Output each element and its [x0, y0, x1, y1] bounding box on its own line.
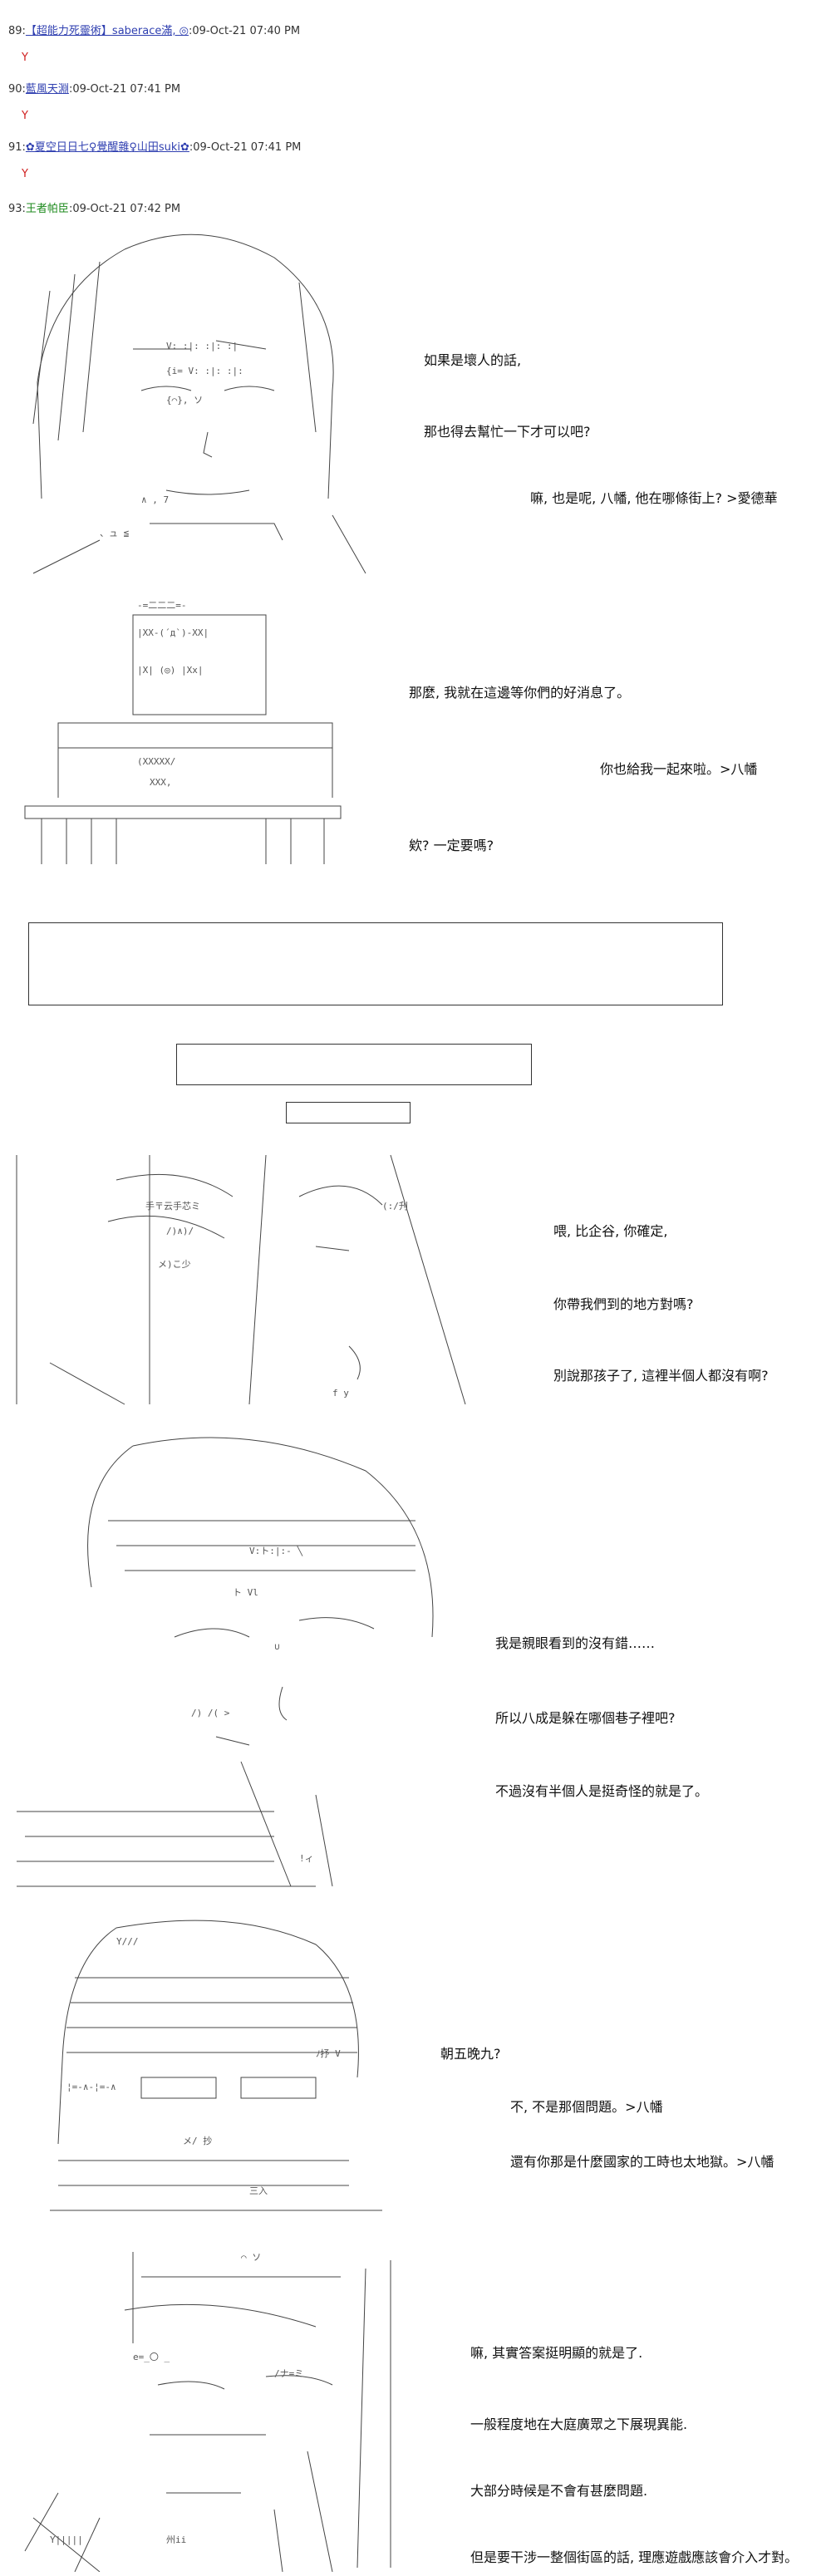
dialogue-line: 朝五晚九? — [440, 2046, 501, 2062]
aa-fragment: 三入 — [249, 2185, 268, 2196]
aa-fragment: /)∧)/ — [166, 1226, 194, 1236]
aa-fragment: (:/刋 — [382, 1201, 408, 1212]
aa-fragment: e=_〇 _ — [133, 2352, 170, 2362]
aa-fragment: -=二二二=- — [137, 600, 187, 611]
aa-fragment: Y/// — [116, 1936, 139, 1947]
aa-fragment: |XX-(´д`)-XX| — [137, 627, 209, 638]
aa-fragment: ﾉ抒 V — [316, 2048, 341, 2059]
aa-fragment: 、ュ ≦ — [100, 528, 130, 538]
aa-fragment: ∪ — [274, 1641, 280, 1652]
post-body-90: Y — [22, 110, 28, 122]
aa-fragment: V:ト:|:- ╲ — [249, 1545, 303, 1556]
empty-frame-large — [28, 922, 723, 1005]
dialogue-line: 不過沒有半個人是挺奇怪的就是了。 — [495, 1783, 709, 1799]
aa-fragment: メ/ 抄 — [183, 2135, 212, 2146]
aa-fragment: V: :|: :|: :| — [166, 341, 238, 351]
dialogue-line: 大部分時候是不會有甚麼問題. — [470, 2483, 648, 2499]
dialogue-line: 別說那孩子了, 這裡半個人都沒有啊? — [553, 1368, 769, 1384]
aa-fragment: 州ii — [166, 2534, 186, 2545]
empty-frame-small — [286, 1102, 411, 1123]
dialogue-line: 你也給我一起來啦。>八幡 — [600, 761, 758, 777]
aa-fragment: メ)こ少 — [158, 1259, 191, 1270]
dialogue-line: 嘛, 也是呢, 八幡, 他在哪條街上? >愛德華 — [530, 490, 778, 506]
post-date: :09-Oct-21 07:40 PM — [188, 25, 301, 37]
post-date: :09-Oct-21 07:42 PM — [68, 203, 181, 215]
dialogue-line: 你帶我們到的地方對嗎? — [553, 1296, 694, 1312]
empty-frame-medium — [176, 1044, 532, 1085]
ascii-art-shadow-character: ⌒ ソ e=_〇 _ /ナ=ミ Y||||| 州ii — [0, 2244, 416, 2572]
post-body-91: Y — [22, 168, 28, 180]
post-header-93: 93:王者帕臣:09-Oct-21 07:42 PM — [8, 199, 180, 215]
aa-fragment: ∧ , 7 — [141, 494, 169, 505]
ascii-art-thinking-boy: V:ト:|:- ╲ ト Vl ∪ /) /( > !ィ — [0, 1421, 465, 1903]
ascii-art-character-1: V: :|: :|: :| {i= V: :|: :|: {⌒}, ソ ∧ , … — [0, 224, 391, 582]
dialogue-line: 我是親眼看到的沒有錯…… — [495, 1635, 656, 1651]
dialogue-line: 不, 不是那個問題。>八幡 — [510, 2099, 663, 2115]
aa-fragment: {i= V: :|: :|: — [166, 366, 243, 376]
aa-fragment: f y — [332, 1388, 349, 1399]
poster-name-link[interactable]: 藍風天淵 — [25, 83, 69, 96]
aa-fragment: ⌒ ソ — [241, 2252, 261, 2263]
post-body-89: Y — [22, 52, 28, 64]
ascii-art-bench-scene: -=二二二=- |XX-(´д`)-XX| |X| (◎) |Xx| (XXXX… — [0, 598, 366, 873]
dialogue-line: 如果是壞人的話, — [424, 352, 522, 368]
aa-fragment: !ィ — [299, 1853, 314, 1864]
dialogue-line: 所以八成是躲在哪個巷子裡吧? — [495, 1710, 676, 1726]
post-number: 90: — [8, 83, 26, 96]
dialogue-line: 喂, 比企谷, 你確定, — [553, 1223, 668, 1239]
post-number: 93: — [8, 203, 26, 215]
aa-fragment: ¦=-∧-¦=-∧ — [66, 2082, 116, 2092]
ascii-art-three-characters: 手〒云手芯ミ /)∧)/ メ)こ少 f y (:/刋 — [0, 1147, 482, 1421]
aa-fragment: (XXXXX/ — [137, 756, 175, 767]
poster-name: 王者帕臣 — [25, 203, 69, 215]
aa-fragment: ト Vl — [233, 1587, 258, 1598]
post-date: :09-Oct-21 07:41 PM — [189, 141, 302, 154]
post-header-91: 91:✿夏空日日七♀覺醒雜♀山田suki✿:09-Oct-21 07:41 PM — [8, 138, 301, 154]
poster-name-link[interactable]: ✿夏空日日七♀覺醒雜♀山田suki✿ — [25, 141, 189, 154]
dialogue-line: 欸? 一定要嗎? — [409, 838, 494, 853]
dialogue-line: 那麼, 我就在這邊等你們的好消息了。 — [409, 685, 631, 701]
aa-fragment: Y||||| — [50, 2534, 83, 2545]
dialogue-line: 嘛, 其實答案挺明顯的就是了. — [470, 2345, 643, 2361]
aa-fragment: /) /( > — [191, 1708, 230, 1718]
dialogue-line: 一般程度地在大庭廣眾之下展現異能. — [470, 2416, 688, 2432]
aa-fragment: XXX, — [150, 777, 172, 788]
aa-fragment: 手〒云手芯ミ — [145, 1200, 200, 1212]
post-date: :09-Oct-21 07:41 PM — [68, 83, 181, 96]
poster-name-link[interactable]: 【超能力死靈術】saberace滿, ◎ — [25, 25, 189, 37]
aa-fragment: {⌒}, ソ — [166, 395, 203, 406]
aa-fragment: |X| (◎) |Xx| — [137, 665, 203, 676]
post-header-90: 90:藍風天淵:09-Oct-21 07:41 PM — [8, 80, 180, 96]
post-header-89: 89:【超能力死靈術】saberace滿, ◎:09-Oct-21 07:40 … — [8, 22, 300, 37]
aa-fragment: /ナ=ミ — [274, 2368, 303, 2379]
dialogue-line: 還有你那是什麼國家的工時也太地獄。>八幡 — [510, 2154, 774, 2170]
post-number: 89: — [8, 25, 26, 37]
post-number: 91: — [8, 141, 26, 154]
dialogue-line: 那也得去幫忙一下才可以吧? — [424, 424, 591, 440]
ascii-art-glasses-character: ¦=-∧-¦=-∧ ﾉ抒 V メ/ 抄 三入 Y/// — [0, 1911, 416, 2244]
dialogue-line: 但是要干涉一整個街區的話, 理應遊戲應該會介入才對。 — [470, 2549, 799, 2565]
